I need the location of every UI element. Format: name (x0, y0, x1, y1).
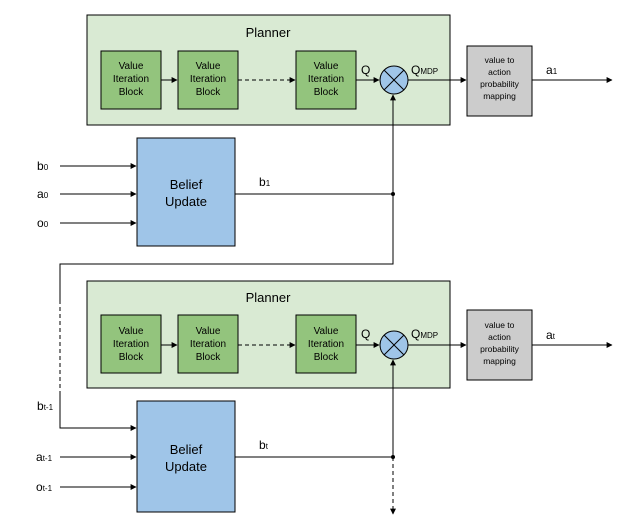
q-label-top: Q (361, 63, 370, 77)
vi-block-label: Value (196, 61, 221, 72)
mapping-label: mapping (483, 356, 516, 366)
vi-block-label: Value (314, 61, 339, 72)
mapping-label: mapping (483, 91, 516, 101)
mapping-label: probability (480, 344, 519, 354)
mapping-label: value to (485, 320, 515, 330)
vi-block-label: Iteration (308, 339, 344, 350)
input-label-a0: a0 (37, 187, 49, 201)
input-label-o0: o0 (37, 216, 49, 230)
vi-block-label: Block (119, 87, 144, 98)
planner-bottom: Planner Value Iteration Block Value Iter… (86, 280, 467, 389)
belief-output-label-bottom: bt (259, 438, 269, 452)
q-label-bottom: Q (361, 327, 370, 341)
vi-block-label: Block (196, 87, 221, 98)
mapping-label: value to (485, 55, 515, 65)
mapping-box-top: value to action probability mapping (466, 45, 533, 117)
mapping-box-bottom: value to action probability mapping (466, 309, 533, 381)
qmdp-label-top: QMDP (411, 63, 438, 77)
planner-top: Planner Value Iteration Block Value Iter… (86, 14, 467, 126)
input-label-bt-1: bt-1 (37, 399, 54, 413)
action-label-top: a1 (546, 63, 558, 77)
planner-top-title: Planner (246, 25, 291, 40)
vi-block-label: Iteration (113, 339, 149, 350)
belief-label: Belief (170, 442, 203, 457)
planner-bottom-title: Planner (246, 290, 291, 305)
input-label-b0: b0 (37, 159, 49, 173)
mapping-label: action (488, 67, 511, 77)
vi-block-label: Value (196, 326, 221, 337)
vi-block-label: Block (196, 352, 221, 363)
vi-block-top-3: Value Iteration Block (295, 50, 357, 110)
belief-output-label-top: b1 (259, 175, 271, 189)
combiner-bottom (379, 330, 409, 360)
mapping-label: action (488, 332, 511, 342)
vi-block-top-1: Value Iteration Block (100, 50, 162, 110)
vi-block-top-2: Value Iteration Block (177, 50, 239, 110)
belief-carry-line (59, 194, 394, 300)
vi-block-label: Block (314, 87, 339, 98)
vi-block-label: Value (119, 326, 144, 337)
input-label-ot-1: ot-1 (36, 480, 53, 494)
vi-block-label: Iteration (308, 74, 344, 85)
vi-block-label: Iteration (113, 74, 149, 85)
belief-label: Update (165, 194, 207, 209)
combiner-top (379, 65, 409, 95)
vi-block-label: Block (119, 352, 144, 363)
qmdp-label-bottom: QMDP (411, 327, 438, 341)
vi-block-label: Iteration (190, 339, 226, 350)
vi-block-label: Value (119, 61, 144, 72)
vi-block-bottom-1: Value Iteration Block (100, 314, 162, 374)
input-label-at-1: at-1 (36, 450, 53, 464)
vi-block-label: Value (314, 326, 339, 337)
belief-label: Belief (170, 177, 203, 192)
vi-block-bottom-3: Value Iteration Block (295, 314, 357, 374)
belief-update-top: Belief Update (136, 137, 236, 247)
vi-block-label: Iteration (190, 74, 226, 85)
belief-label: Update (165, 459, 207, 474)
vi-block-bottom-2: Value Iteration Block (177, 314, 239, 374)
vi-block-label: Block (314, 352, 339, 363)
mapping-label: probability (480, 79, 519, 89)
belief-carry-into-update (59, 392, 137, 431)
action-label-bottom: at (546, 328, 556, 342)
belief-update-bottom: Belief Update (136, 400, 236, 513)
